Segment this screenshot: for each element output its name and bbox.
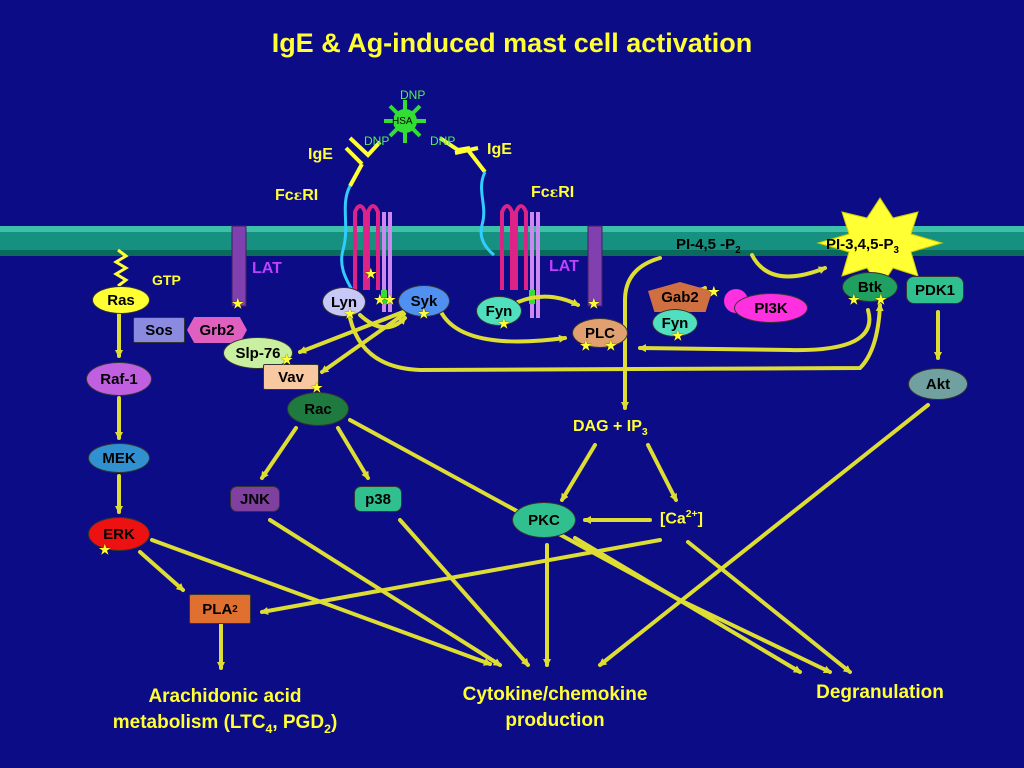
phospho-star-icon: ★	[344, 306, 356, 321]
lat-right-bar	[587, 225, 603, 307]
phospho-star-icon: ★	[232, 296, 244, 311]
ras-lipid-anchor	[113, 248, 129, 288]
jnk-node: JNK	[230, 486, 280, 512]
fceri-left-gamma	[381, 212, 392, 312]
fyn-node-1: Fyn	[476, 296, 522, 326]
dnp-left-label: DNP	[364, 134, 390, 148]
lat-right-label: LAT	[549, 258, 579, 275]
arrow-ca-pla2	[260, 538, 662, 615]
syk-node: Syk	[398, 285, 450, 317]
phospho-star-icon: ★	[365, 266, 377, 281]
arrow-lyn-btk	[348, 303, 884, 373]
arrow-dag-ca	[646, 443, 678, 502]
pip2-label: PI-4,5 -P2	[676, 236, 741, 256]
pkc-node: PKC	[512, 502, 576, 538]
arrow-erk-pla2	[138, 550, 185, 592]
arrow-rac-jnk	[260, 426, 298, 480]
arrow-pi3k-pip3	[750, 253, 827, 279]
phospho-star-icon: ★	[848, 292, 860, 307]
arrow-plc-dag	[621, 256, 662, 410]
arrow-jnk-cytokine	[268, 518, 502, 667]
pip3-label: PI-3,4,5-P3	[826, 236, 899, 256]
lyn-node: Lyn	[322, 287, 366, 317]
gtp-label: GTP	[152, 272, 181, 288]
btk-node: Btk	[842, 272, 898, 302]
erk-node: ERK	[88, 517, 150, 551]
page-title: IgE & Ag-induced mast cell activation	[271, 28, 753, 58]
arrow-p38-cytokine	[398, 518, 530, 667]
fceri-left-beta	[353, 204, 380, 290]
mek-node: MEK	[88, 443, 150, 473]
fceri-left-alpha	[340, 185, 354, 291]
phospho-star-icon: ★	[605, 338, 617, 353]
ige-right-label: IgE	[487, 141, 512, 158]
pi3k-node: PI3K	[734, 293, 808, 323]
arrow-akt-cytokine	[598, 403, 930, 667]
phospho-star-icon: ★	[580, 338, 592, 353]
phospho-star-icon: ★	[311, 380, 323, 395]
hsa-antigen	[384, 100, 426, 143]
lat-left-label: LAT	[252, 260, 282, 277]
phospho-star-icon: ★	[281, 352, 293, 367]
rac-node: Rac	[287, 392, 349, 426]
dnp-right-label: DNP	[430, 134, 456, 148]
arrow-fyn-plc	[516, 294, 580, 307]
fceri-right-alpha	[479, 171, 495, 257]
lat-left-bar	[231, 225, 247, 307]
arrow-rac-p38	[336, 426, 370, 480]
arrow-syk-slp76	[298, 310, 405, 354]
dnp-top-label: DNP	[400, 88, 426, 102]
plc-node: PLC	[572, 318, 628, 348]
phospho-star-icon: ★	[672, 328, 684, 343]
vav-node: Vav	[263, 364, 319, 390]
phospho-star-icon: ★	[418, 306, 430, 321]
signal-arrows	[115, 253, 942, 674]
phospho-star-icon: ★	[99, 542, 111, 557]
dag-ip3-label: DAG + IP3	[573, 418, 648, 439]
grb2-node: Grb2	[187, 317, 247, 343]
phospho-star-icon: ★	[498, 316, 510, 331]
akt-node: Akt	[908, 368, 968, 400]
phospho-star-icon: ★	[708, 284, 720, 299]
cytokine-outcome: Cytokine/chemokine production	[462, 684, 648, 731]
pdk1-node: PDK1	[906, 276, 964, 304]
fyn-node-2: Fyn	[652, 309, 698, 337]
raf1-node: Raf-1	[86, 362, 152, 396]
arrow-dag-pkc	[560, 443, 597, 502]
fceri-left-label: FcεRI	[275, 187, 319, 204]
phospho-star-icon: ★	[875, 292, 887, 307]
ige-right	[438, 136, 487, 174]
arrow-pkc-degran	[573, 536, 802, 674]
phospho-star-icon: ★	[384, 292, 396, 307]
slp76-node: Slp-76	[223, 337, 293, 369]
arrow-ca-degran	[686, 540, 852, 674]
arachidonic-outcome: Arachidonic acid metabolism (LTC4, PGD2)	[112, 686, 338, 736]
phospho-star-icon: ★	[588, 296, 600, 311]
hsa-label: HSA	[392, 116, 413, 127]
sos-node: Sos	[133, 317, 185, 343]
phospho-star-icon: ★	[374, 292, 386, 307]
p38-node: p38	[354, 486, 402, 512]
arrow-btk-plc	[638, 308, 872, 353]
arrow-lyn-syk	[358, 313, 407, 330]
ras-node: Ras	[92, 286, 150, 314]
fceri-right-beta	[500, 204, 528, 290]
ige-left	[344, 136, 382, 187]
ige-left-label: IgE	[308, 146, 333, 163]
arrow-syk-plc	[438, 308, 567, 344]
degranulation-outcome: Degranulation	[816, 682, 944, 703]
fceri-right-label: FcεRI	[531, 184, 575, 201]
calcium-label: [Ca2+]	[660, 509, 703, 528]
